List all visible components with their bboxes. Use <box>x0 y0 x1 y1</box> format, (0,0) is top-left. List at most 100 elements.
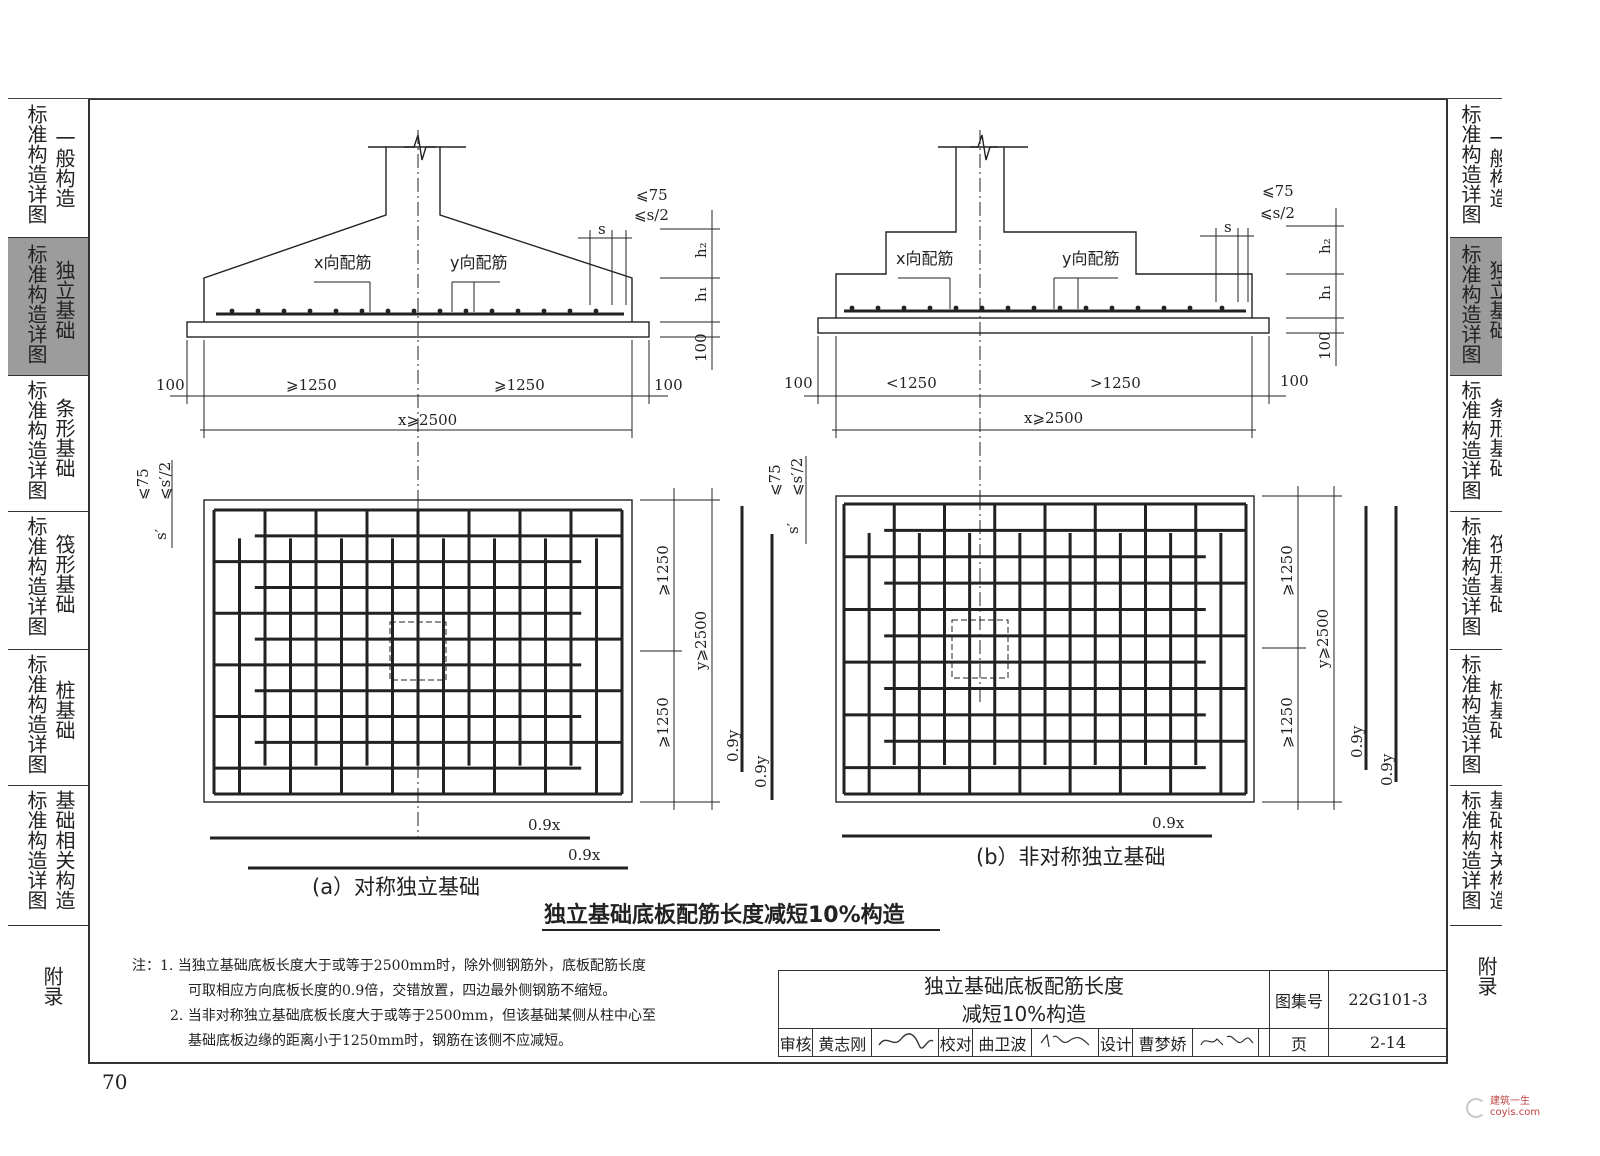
rtab-appendix[interactable]: 附录 <box>1474 956 1498 996</box>
section-a-wt: x⩾2500 <box>398 411 457 429</box>
plan-a-09y-b: 0.9y <box>752 755 770 788</box>
rtab-raft[interactable]: 标准构造详图 筏形基础 <box>1450 512 1502 650</box>
plan-a-s: s′ <box>152 528 170 540</box>
rtab-isolated[interactable]: 标准构造详图 独立基础 <box>1450 238 1502 376</box>
section-b-y-label: y向配筋 <box>1062 249 1119 268</box>
section-b <box>804 130 1344 500</box>
section-b-100v: 100 <box>1316 331 1334 360</box>
rtab-general-b: 一般构造 <box>1486 128 1502 208</box>
review-label: 审核 <box>777 1028 814 1057</box>
section-b-h2: h₂ <box>1316 238 1334 254</box>
rtab-strip-a: 标准构造详图 <box>1458 380 1482 500</box>
checker-signature <box>1031 1028 1100 1057</box>
rtab-raft-b: 筏形基础 <box>1486 534 1502 614</box>
section-b-100r: 100 <box>1280 372 1309 390</box>
drawing-frame <box>88 98 1448 1064</box>
plan-b-vupper: ⩾1250 <box>1278 545 1296 596</box>
rtab-related-a: 标准构造详图 <box>1458 790 1482 910</box>
section-b-wt: x⩾2500 <box>1024 409 1083 427</box>
tab-strip-b: 条形基础 <box>52 398 76 478</box>
note-1-line-1: 注：1. 当独立基础底板长度大于或等于2500mm时，除外侧钢筋外，底板配筋长度 <box>132 954 772 979</box>
plan-a-grid <box>212 508 624 796</box>
section-a-break-mark <box>404 134 436 161</box>
note-1-line-2: 可取相应方向底板长度的0.9倍，交错放置，四边最外侧钢筋不缩短。 <box>188 983 617 999</box>
section-b-le75: ⩽75 <box>1262 182 1294 200</box>
plan-b-09y-a: 0.9y <box>1348 725 1366 758</box>
tab-raft-a: 标准构造详图 <box>24 516 48 636</box>
tab-isolated-b: 独立基础 <box>52 260 76 340</box>
plan-b-le75: ⩽75 <box>766 464 784 496</box>
rtab-isolated-b: 独立基础 <box>1486 260 1502 340</box>
tab-strip[interactable]: 标准构造详图 条形基础 <box>8 376 88 512</box>
tab-pile-a: 标准构造详图 <box>24 654 48 774</box>
design-label: 设计 <box>1098 1028 1134 1057</box>
tab-strip-a: 标准构造详图 <box>24 380 48 500</box>
plan-a-les2: ⩽s′/2 <box>156 462 174 500</box>
section-a-100r: 100 <box>654 376 683 394</box>
atlas-value: 22G101-3 <box>1328 970 1448 1029</box>
plan-b-09-lines <box>842 506 1398 838</box>
title-block: 独立基础底板配筋长度 减短10%构造 图集号 22G101-3 审核 黄志刚 校… <box>777 970 1448 1057</box>
tab-raft-b: 筏形基础 <box>52 534 76 614</box>
rtab-pile[interactable]: 标准构造详图 桩基础 <box>1450 650 1502 786</box>
checker-name: 曲卫波 <box>972 1028 1033 1057</box>
check-label: 校对 <box>938 1028 974 1057</box>
plan-a-dims <box>171 460 720 810</box>
section-a-x-label: x向配筋 <box>314 253 371 272</box>
plan-b-09y-b: 0.9y <box>1378 753 1396 786</box>
tab-isolated-a: 标准构造详图 <box>24 244 48 364</box>
tab-general[interactable]: 标准构造详图 一般构造 <box>8 98 88 238</box>
watermark-text: 建筑一生 coyis.com <box>1490 1096 1541 1118</box>
plan-b-grid <box>842 502 1248 796</box>
section-a-le75: ⩽75 <box>636 186 668 204</box>
section-b-rebar-dots <box>849 305 1225 311</box>
plan-a-vupper: ⩾1250 <box>654 545 672 596</box>
plan-b-09x: 0.9x <box>1152 814 1185 832</box>
plan-b-s: s′ <box>784 522 802 534</box>
signature-1 <box>878 1032 934 1049</box>
caption-a: (a）对称独立基础 <box>312 875 480 899</box>
signature-3 <box>1200 1035 1254 1045</box>
main-title: 独立基础底板配筋长度减短10%构造 <box>544 902 905 928</box>
section-b-h1: h₁ <box>1316 284 1334 300</box>
rtab-isolated-a: 标准构造详图 <box>1458 244 1482 364</box>
top-border-line <box>8 98 1502 99</box>
tab-related[interactable]: 标准构造详图 基础相关构造 <box>8 786 88 926</box>
plan-a-09x-a: 0.9x <box>528 816 561 834</box>
note-2-line-2: 基础底板边缘的距离小于1250mm时，钢筋在该侧不应减短。 <box>188 1033 573 1049</box>
rtab-related[interactable]: 标准构造详图 基础相关构造 <box>1450 786 1502 926</box>
section-b-outline <box>835 146 1253 318</box>
tab-pile[interactable]: 标准构造详图 桩基础 <box>8 650 88 786</box>
tab-raft[interactable]: 标准构造详图 筏形基础 <box>8 512 88 650</box>
section-b-cushion <box>817 317 1270 334</box>
section-b-100l: 100 <box>784 374 813 392</box>
section-a-les2: ⩽s/2 <box>634 206 669 224</box>
section-a-100l: 100 <box>156 376 185 394</box>
section-b-x-label: x向配筋 <box>896 249 953 268</box>
tab-related-a: 标准构造详图 <box>24 790 48 910</box>
section-b-wl: <1250 <box>886 374 937 392</box>
page-value: 2-14 <box>1328 1028 1448 1057</box>
tab-isolated[interactable]: 标准构造详图 独立基础 <box>8 238 88 376</box>
rtab-strip[interactable]: 标准构造详图 条形基础 <box>1450 376 1502 512</box>
tab-general-b: 一般构造 <box>52 128 76 208</box>
tab-appendix[interactable]: 附录 <box>40 966 64 1006</box>
section-a <box>170 130 720 500</box>
plan-b-les2: ⩽s′/2 <box>788 458 806 496</box>
rtab-pile-a: 标准构造详图 <box>1458 654 1482 774</box>
tab-general-a: 标准构造详图 <box>24 104 48 224</box>
title-block-title-l2: 减短10%构造 <box>961 1001 1087 1026</box>
plan-a-vlower: ⩾1250 <box>654 697 672 748</box>
spacer-cell <box>1258 1028 1270 1057</box>
title-block-title: 独立基础底板配筋长度 减短10%构造 <box>778 970 1270 1029</box>
section-b-s: s <box>1224 218 1232 236</box>
reviewer-name: 黄志刚 <box>812 1028 873 1057</box>
rtab-raft-a: 标准构造详图 <box>1458 516 1482 636</box>
rtab-general[interactable]: 标准构造详图 一般构造 <box>1450 98 1502 238</box>
rtab-pile-b: 桩基础 <box>1486 680 1502 740</box>
plan-b-vtotal: y⩾2500 <box>1314 609 1332 669</box>
section-a-h2: h₂ <box>692 242 710 258</box>
tab-pile-b: 桩基础 <box>52 680 76 740</box>
designer-name: 曹梦娇 <box>1132 1028 1193 1057</box>
